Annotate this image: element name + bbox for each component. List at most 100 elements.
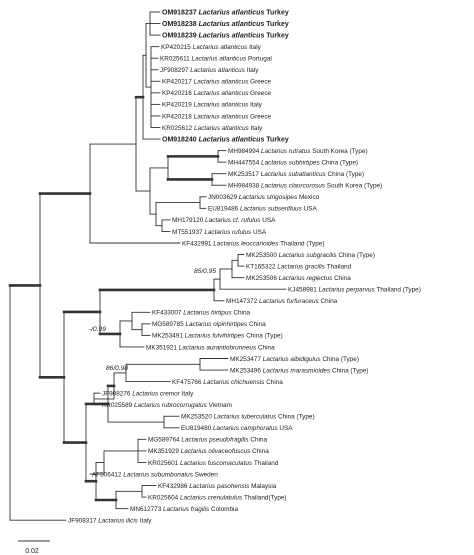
accession-number: MK253506 [246, 275, 279, 282]
taxon-origin: Thailand [254, 460, 279, 467]
species-name: Lactarius gracilis [277, 263, 326, 270]
accession-number: JF908317 [68, 518, 98, 525]
taxon-label: KF433007 Lactarius hirtipus China [152, 310, 251, 317]
taxon-origin: China [321, 298, 338, 305]
taxon-label: KP420216 Lactarius atlanticus Greece [162, 90, 272, 97]
species-name: Lactarius crenulatulus [180, 494, 244, 501]
taxon-origin: South Korea (Type) [327, 183, 382, 190]
taxon-label: MH447554 Lactarius subhirtipes China (Ty… [228, 159, 358, 166]
taxon-origin: Turkey [266, 21, 289, 28]
support-value: 86/0.98 [106, 365, 128, 372]
species-name: Lactarius rutratus [261, 148, 312, 155]
species-name: Lactarius cremor [132, 390, 181, 397]
accession-number: OM918240 [162, 136, 199, 143]
species-name: Lactarius perparvus [319, 287, 377, 294]
accession-number: MG589764 [148, 437, 181, 444]
accession-number: MN612773 [130, 506, 163, 513]
species-name: Lactarius subserifluus [240, 206, 304, 213]
accession-number: MH984994 [228, 148, 261, 155]
taxon-label: KF432986 Lactarius pasohensis Malaysia [158, 483, 277, 490]
taxon-label: MT551937 Lactarius rufulus USA [172, 229, 267, 236]
taxon-label: MN612773 Lactarius fragilis Colombia [130, 506, 238, 513]
taxon-origin: China (Type) [246, 333, 283, 340]
accession-number: MK253491 [152, 333, 185, 340]
species-name: Lactarius atlanticus [199, 21, 267, 28]
accession-number: KF432991 [182, 240, 213, 247]
species-name: Lactarius atlanticus [199, 9, 267, 16]
taxon-origin: Thailand(Type) [244, 494, 287, 501]
species-name: Lactarius fuscomaculatus [180, 460, 254, 467]
species-name: Lactarius rubrocorrugatus [134, 402, 209, 409]
taxon-origin: USA [279, 425, 293, 432]
species-name: Lactarius atlanticus [199, 32, 267, 39]
species-name: Lactarius fulvihirtipes [185, 333, 246, 340]
species-name: Lactarius cf. rufulus [205, 217, 262, 224]
accession-number: OM918237 [162, 9, 199, 16]
species-name: Lactarius subhirtipes [261, 159, 321, 166]
species-name: Lactarius tuberculatus [214, 414, 278, 421]
taxon-origin: China (Type) [338, 252, 375, 259]
species-name: Lactarius claorcorosus [261, 183, 327, 190]
taxon-origin: Thailand (Type) [280, 240, 324, 247]
species-name: Lactarius fragilis [163, 506, 211, 513]
accession-number: KR025589 [102, 402, 134, 409]
taxon-labels: OM918237 Lactarius atlanticus TurkeyOM91… [68, 9, 421, 524]
taxon-origin: Turkey [266, 9, 289, 16]
accession-number: JN003629 [208, 194, 239, 201]
taxon-origin: Colombia [211, 506, 238, 513]
species-name: Lactarius camphoratus [213, 425, 279, 432]
taxon-label: KR025589 Lactarius rubrocorrugatus Vietn… [102, 402, 232, 409]
species-name: Lactarius atlanticus [190, 67, 246, 74]
taxon-origin: China (Type) [332, 367, 369, 374]
taxon-origin: Italy [247, 67, 260, 74]
species-name: Lactarius atlanticus [194, 102, 250, 109]
accession-number: KJ458981 [288, 287, 319, 294]
taxon-label: MH147372 Lactarius furfuraceus China [226, 298, 338, 305]
taxon-origin: Sweden [195, 471, 219, 478]
accession-number: KF433007 [152, 310, 183, 317]
taxon-label: MH179120 Lactarius cf. rufulus USA [172, 217, 276, 224]
species-name: Lactarius atlanticus [194, 90, 250, 97]
taxon-label: MK253477 Lactarius albidigulus China (Ty… [230, 356, 359, 363]
taxon-label: MK253500 Lactarius subgracilis China (Ty… [246, 252, 375, 259]
taxon-label: KF432991 Lactarius leoccarioides Thailan… [182, 240, 324, 247]
species-name: Lactarius subatlanticus [261, 171, 328, 178]
taxon-label: MG589785 Lactarius olpinhirtipes China [152, 321, 266, 328]
taxon-label: KJ458981 Lactarius perparvus Thailand (T… [288, 287, 421, 294]
species-name: Lactarius albidigulus [263, 356, 323, 363]
accession-number: MK253496 [230, 367, 263, 374]
taxon-origin: South Korea (Type) [312, 148, 367, 155]
taxon-origin: Italy [249, 44, 262, 51]
taxon-origin: USA [304, 206, 318, 213]
taxon-origin: Malaysia [251, 483, 277, 490]
taxon-label: KF475766 Lactarius chichuensis China [172, 379, 283, 386]
species-name: Lactarius atlanticus [199, 136, 267, 143]
taxon-label: MK351929 Lactarius olivaceofuscus China [148, 448, 269, 455]
accession-number: EU819480 [181, 425, 213, 432]
taxon-origin: Italy [250, 102, 263, 109]
taxon-origin: Greece [250, 90, 271, 97]
taxon-origin: Italy [250, 125, 263, 132]
taxon-origin: Turkey [266, 136, 289, 143]
taxon-origin: Greece [250, 79, 271, 86]
species-name: Lactarius atlanticus [194, 113, 250, 120]
accession-number: MH147372 [226, 298, 259, 305]
accession-number: KF432986 [158, 483, 189, 490]
taxon-label: MG589764 Lactarius pseudofragilis China [148, 437, 267, 444]
accession-number: OM918239 [162, 32, 199, 39]
taxon-origin: Thailand (Type) [376, 287, 420, 294]
accession-number: KR025601 [148, 460, 180, 467]
species-name: Lactarius subumbonatus [123, 471, 194, 478]
taxon-label: MH984938 Lactarius claorcorosus South Ko… [228, 183, 382, 190]
taxon-label: KT165322 Lactarius gracilis Thailand [246, 263, 352, 270]
accession-number: KP420219 [162, 102, 194, 109]
taxon-label: MH984994 Lactarius rutratus South Korea … [228, 148, 368, 155]
taxon-label: AF506412 Lactarius subumbonatus Sweden [92, 471, 218, 478]
taxon-label: KP420219 Lactarius atlanticus Italy [162, 102, 263, 109]
taxon-origin: Italy [140, 518, 153, 525]
taxon-label: MK253517 Lactarius subatlanticus China (… [228, 171, 364, 178]
species-name: Lactarius atlanticus [192, 56, 248, 63]
taxon-origin: Greece [250, 113, 271, 120]
support-value: 85/0.95 [194, 268, 216, 275]
